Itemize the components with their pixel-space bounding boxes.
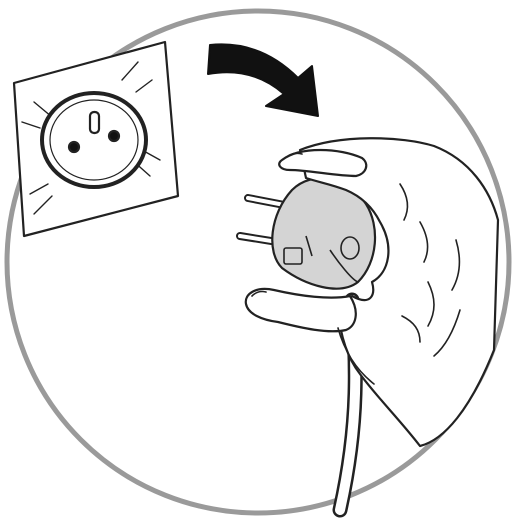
- illustration-svg: [0, 0, 517, 520]
- unplug-instruction-illustration: [0, 0, 517, 520]
